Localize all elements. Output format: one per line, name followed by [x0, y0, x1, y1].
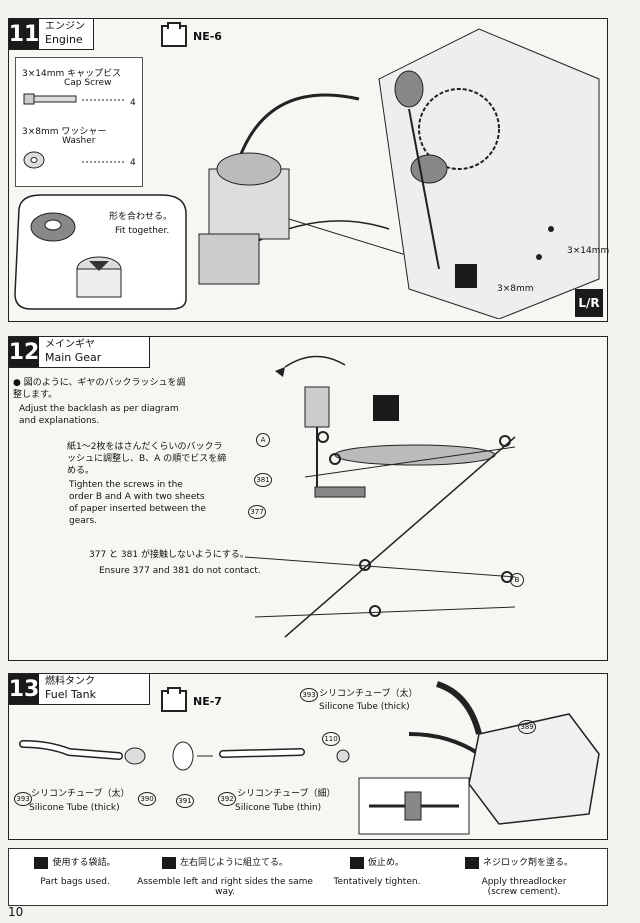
- tentative-tighten-icon: [455, 264, 477, 288]
- washer-callout: 3×8mm: [497, 284, 534, 294]
- part-name-ja: 3×14mm キャップビス: [22, 69, 122, 79]
- left-right-icon: L/R: [575, 289, 603, 317]
- step-13-panel: 13 燃料タンク Fuel Tank NE-7 393 シリコンチューブ（太） …: [8, 673, 608, 840]
- tighten-note-en: Tighten the screws in the order B and A …: [69, 480, 206, 526]
- bag-code: NE-7: [193, 694, 222, 708]
- tube-thick-ja-2: シリコンチューブ（太）: [31, 789, 130, 799]
- tube-thin-en: Silicone Tube (thin): [235, 803, 322, 813]
- fit-note-en: Fit together.: [115, 226, 170, 236]
- step-11-panel: 11 エンジン Engine NE-6 3×14mm キャップビス Cap Sc…: [8, 18, 610, 322]
- fit-note-ja: 形を合わせる。: [109, 212, 173, 222]
- part-390-label: 390: [138, 792, 156, 806]
- step-12-panel: 12 メインギヤ Main Gear ● 図のように、ギヤのバックラッシュを調整…: [8, 336, 608, 661]
- legend-item-left-right: 左右同じように組立てる。 Assemble left and right sid…: [137, 856, 313, 897]
- part-393-label-2: 393: [14, 792, 32, 806]
- label-b: B: [510, 573, 524, 587]
- symbol-legend: 使用する袋詰。 Part bags used. 左右同じように組立てる。 Ass…: [8, 848, 608, 906]
- step-title-ja: 燃料タンク: [45, 676, 95, 687]
- part-391-label: 391: [176, 794, 194, 808]
- bag-icon: [161, 687, 187, 712]
- backlash-note-en: Adjust the backlash as per diagram and e…: [19, 404, 179, 426]
- bag-icon: [161, 22, 187, 47]
- left-right-icon: [161, 856, 176, 869]
- washer-icon: [23, 151, 126, 169]
- tube-thick-en-2: Silicone Tube (thick): [29, 803, 120, 813]
- step-title-en: Fuel Tank: [45, 688, 96, 701]
- main-gear-diagram: [244, 355, 516, 638]
- part-110-label: 110: [322, 732, 340, 746]
- step-number: 11: [9, 19, 39, 49]
- step-title-ja: エンジン: [45, 21, 85, 32]
- screw-callout: 3×14mm: [567, 246, 610, 256]
- step-11-header: 11 エンジン Engine: [9, 19, 94, 50]
- part-381-label: 381: [254, 473, 272, 487]
- legend-item-threadlocker: ネジロック剤を塗る。 Apply threadlocker (screw cem…: [439, 855, 599, 897]
- tube-thin-ja: シリコンチューブ（細）: [237, 789, 336, 799]
- bag-label: NE-6: [161, 22, 222, 47]
- tighten-note-ja: 紙1〜2枚をはさんだくらいのバックラッシュに調整し、B、A の順でビスを締める。: [67, 442, 227, 476]
- part-name-en: Cap Screw: [64, 78, 112, 88]
- step-title-en: Engine: [45, 33, 83, 46]
- backlash-note-ja: ● 図のように、ギヤのバックラッシュを調整します。: [13, 378, 186, 400]
- threadlocker-icon: [464, 856, 479, 869]
- bag-label: NE-7: [161, 687, 222, 712]
- part-name-ja: 3×8mm ワッシャー: [22, 127, 107, 137]
- step-title-en: Main Gear: [45, 351, 102, 364]
- part-name-en: Washer: [62, 136, 96, 146]
- parts-list: 3×14mm キャップビス Cap Screw 4 3×8mm ワッシャー Wa…: [15, 57, 143, 187]
- part-377-label: 377: [248, 505, 266, 519]
- part-393-label: 393: [300, 688, 318, 702]
- step-number: 13: [9, 674, 39, 704]
- label-a: A: [256, 433, 270, 447]
- fit-detail-bubble: [14, 194, 187, 310]
- legend-item-bags: 使用する袋詰。 Part bags used.: [15, 855, 135, 887]
- part-392-label: 392: [218, 792, 236, 806]
- cap-screw-icon: [23, 93, 126, 105]
- legend-item-tentative: 仮止め。 Tentatively tighten.: [333, 856, 421, 887]
- tube-thick-en: Silicone Tube (thick): [319, 702, 410, 712]
- bag-icon: [34, 856, 49, 869]
- step-number: 12: [9, 337, 39, 367]
- part-qty: 4: [130, 98, 136, 108]
- part-qty: 4: [130, 158, 136, 168]
- contact-note-en: Ensure 377 and 381 do not contact.: [99, 566, 261, 576]
- bag-code: NE-6: [193, 29, 222, 43]
- threadlocker-icon: [373, 395, 399, 421]
- step-13-header: 13 燃料タンク Fuel Tank: [9, 674, 150, 705]
- engine-diagram: [198, 28, 600, 319]
- part-389-label: 389: [518, 720, 536, 734]
- contact-note-ja: 377 と 381 が接触しないようにする。: [89, 550, 249, 560]
- tentative-tighten-icon: [349, 856, 364, 869]
- page-number: 10: [8, 905, 24, 919]
- step-12-header: 12 メインギヤ Main Gear: [9, 337, 150, 368]
- fuel-tank-diagram: [19, 681, 600, 835]
- tube-thick-ja: シリコンチューブ（太）: [319, 689, 418, 699]
- step-title-ja: メインギヤ: [45, 339, 95, 350]
